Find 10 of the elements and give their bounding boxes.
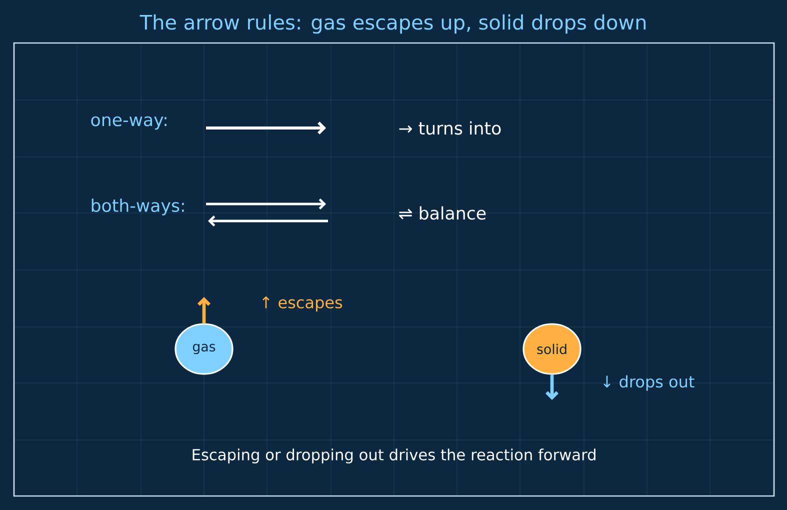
label: one-way: [91, 116, 166, 130]
label: → turns into [399, 121, 501, 135]
title: The arrow rules: gas escapes up, solid drops down [140, 14, 646, 34]
arrow [546, 374, 559, 400]
label: ↓ drops out [604, 375, 694, 391]
label: ⇌ balance [399, 206, 486, 220]
label: ↑ escapes [262, 296, 342, 312]
caption: Escaping or dropping out drives the reaction forward [192, 448, 596, 464]
label: both-ways: [92, 198, 184, 216]
arrow [198, 297, 211, 324]
